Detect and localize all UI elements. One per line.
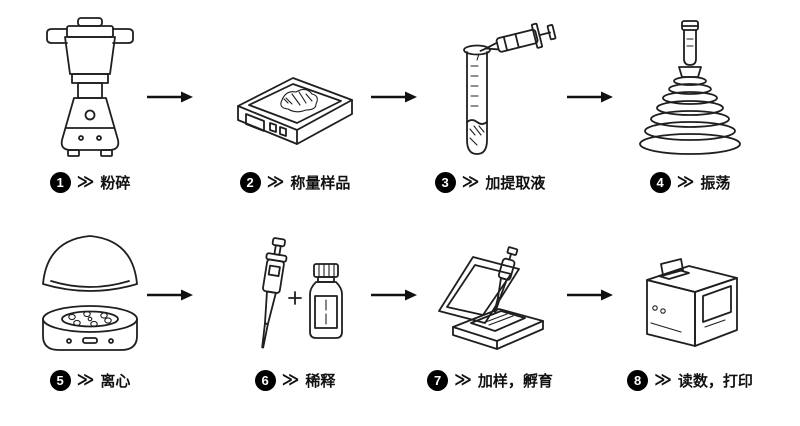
step-label: 加样，孵育: [477, 373, 553, 390]
double-chevron-icon: ≫: [281, 369, 300, 389]
double-chevron-icon: ≫: [266, 171, 285, 191]
double-chevron-icon: ≫: [676, 171, 695, 191]
double-chevron-icon: ≫: [76, 171, 95, 191]
pipette-and-bottle-icon: [230, 210, 360, 360]
step-5: 5 ≫ 离心: [5, 210, 175, 391]
step-number-badge: 5: [49, 370, 71, 391]
step-7-caption: 7 ≫ 加样，孵育: [427, 370, 553, 391]
step-label: 振荡: [700, 175, 731, 192]
step-5-caption: 5 ≫ 离心: [49, 369, 131, 391]
step-label: 稀释: [305, 373, 336, 390]
step-number-badge: 1: [49, 172, 71, 193]
step-7: 7 ≫ 加样，孵育: [405, 210, 575, 391]
double-chevron-icon: ≫: [461, 171, 480, 191]
step-3-caption: 3 ≫ 加提取液: [434, 171, 546, 193]
step-label: 称量样品: [290, 175, 351, 192]
step-number-badge: 4: [649, 172, 671, 193]
step-4-caption: 4 ≫ 振荡: [649, 171, 731, 193]
step-1-caption: 1 ≫ 粉碎: [49, 171, 131, 193]
test-tube-dropper-icon: [425, 12, 557, 162]
double-chevron-icon: ≫: [654, 369, 672, 389]
step-8: 8 ≫ 读数，打印: [605, 210, 775, 391]
double-chevron-icon: ≫: [454, 369, 472, 389]
step-6-caption: 6 ≫ 稀释: [254, 369, 336, 391]
step-label: 加提取液: [485, 175, 546, 192]
step-6: 6 ≫ 稀释: [210, 210, 380, 391]
step-4: 4 ≫ 振荡: [605, 12, 775, 193]
step-2: 2 ≫ 称量样品: [210, 12, 380, 193]
step-label: 读数，打印: [677, 373, 753, 390]
step-label: 离心: [100, 373, 131, 390]
incubator-plate-icon: [425, 210, 555, 360]
grinder-icon: [25, 12, 155, 162]
step-1: 1 ≫ 粉碎: [5, 12, 175, 193]
vortex-shaker-icon: [625, 12, 755, 162]
step-number-badge: 8: [627, 370, 649, 391]
arrow-icon: [370, 90, 418, 104]
step-number-badge: 2: [239, 172, 261, 193]
step-8-caption: 8 ≫ 读数，打印: [627, 370, 753, 391]
arrow-icon: [566, 90, 614, 104]
digital-scale-icon: [230, 12, 360, 162]
arrow-icon: [370, 288, 418, 302]
centrifuge-icon: [25, 210, 155, 360]
reader-printer-icon: [625, 210, 755, 360]
step-3: 3 ≫ 加提取液: [405, 12, 575, 193]
arrow-icon: [146, 90, 194, 104]
double-chevron-icon: ≫: [76, 369, 95, 389]
step-label: 粉碎: [100, 175, 131, 192]
step-number-badge: 7: [427, 370, 449, 391]
step-2-caption: 2 ≫ 称量样品: [239, 171, 351, 193]
arrow-icon: [146, 288, 194, 302]
step-number-badge: 3: [434, 172, 456, 193]
step-number-badge: 6: [254, 370, 276, 391]
arrow-icon: [566, 288, 614, 302]
